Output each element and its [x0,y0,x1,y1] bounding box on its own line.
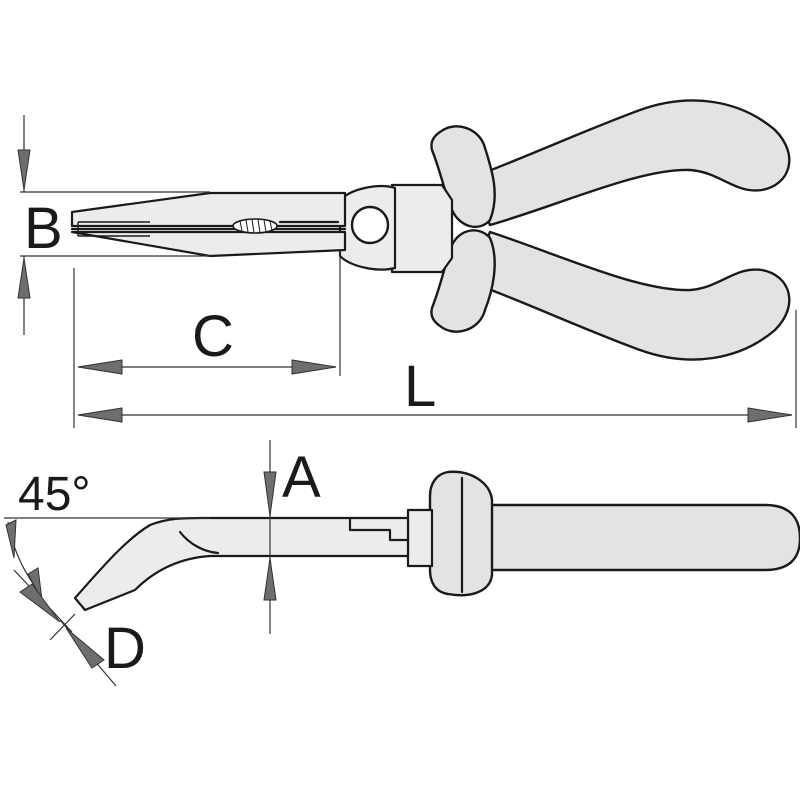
pivot-rivet [350,205,390,245]
side-jaw [73,516,410,612]
dimension-D: D [13,569,146,687]
label-B: B [24,196,63,261]
side-ferrule [406,508,434,568]
pliers-top-view [70,99,791,361]
side-handle [478,503,800,572]
tip-serration [77,221,150,237]
label-L: L [404,354,436,419]
label-D: D [104,616,146,681]
dimension-B: B [17,115,210,335]
label-C: C [192,304,234,369]
upper-handle [468,99,791,227]
pliers-side-view [73,470,800,612]
dimension-A: A [263,440,321,634]
upper-guard [430,125,496,229]
cutter-teeth [239,218,273,234]
side-jaw-step [348,516,410,542]
lower-handle [468,230,791,361]
label-A: A [282,445,321,510]
upper-jaw [70,191,347,228]
handle-neck [390,183,454,274]
lower-guard [430,229,496,333]
label-angle: 45° [18,468,91,521]
side-tip-inner [178,530,220,555]
dimension-L: L [77,310,797,428]
dimension-C: C [73,250,341,428]
